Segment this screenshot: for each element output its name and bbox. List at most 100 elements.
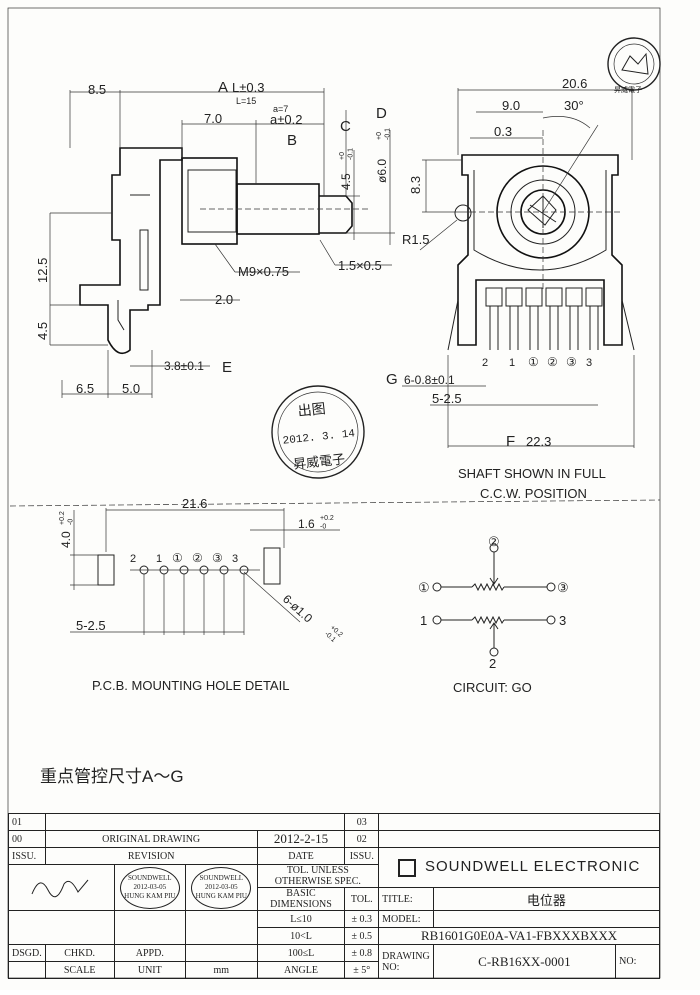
pin-row (447, 287, 635, 351)
pcb-hole-label-3: ② (192, 551, 203, 565)
dim-d-val: ø6.0 (375, 159, 389, 183)
unit-label: UNIT (113, 961, 187, 979)
stamp-chkd-name: SOUNDWELL (128, 874, 172, 882)
stamp-appd-name: SOUNDWELL (199, 874, 244, 882)
dim-c-tol: +0-0.1 (339, 148, 354, 160)
dim-a7: a=7 (273, 104, 288, 114)
tol-row-0-dim: L≤10 (256, 910, 346, 928)
pcb-dim-4-0-tol: +0.2-0 (59, 511, 74, 525)
angle-30: 30° (564, 98, 584, 113)
label-c: C (340, 118, 351, 135)
scale-label: SCALE (44, 961, 115, 979)
release-stamp-date: 2012. 3. 14 (282, 428, 356, 448)
original-drawing: ORIGINAL DRAWING (44, 830, 258, 848)
front-caption-1: SHAFT SHOWN IN FULL (458, 466, 606, 481)
circuit-node-3: 3 (559, 613, 566, 628)
circuit-node-1c: ① (418, 580, 430, 595)
front-view: 2 1 ① ② ③ 3 20.6 9.0 30° 0.3 8.3 R1.5 G … (386, 76, 635, 501)
thread-spec: M9×0.75 (238, 264, 289, 279)
dim-g: 6-0.8±0.1 (404, 373, 455, 387)
stamp-appd-date: 2012-03-05 (204, 883, 238, 891)
release-stamp: 出图 2012. 3. 14 昇威電子 (271, 385, 365, 479)
rev-03: 03 (344, 813, 380, 831)
circuit-caption: CIRCUIT: GO (453, 680, 532, 695)
circuit-node-3c: ③ (557, 580, 569, 595)
stamp-chkd-date: 2012-03-05 (133, 883, 167, 891)
drawing-no-value: C-RB16XX-0001 (432, 944, 617, 979)
model-value: RB1601G0E0A-VA1-FBXXXBXXX (378, 927, 660, 945)
title-block: 01 03 00 ORIGINAL DRAWING 2012-2-15 02 I… (8, 813, 661, 979)
dim-5-0: 5.0 (122, 381, 140, 396)
tol-row-1-dim: 10<L (256, 927, 346, 945)
chamfer-spec: 1.5×0.5 (338, 258, 382, 273)
dim-c-val: 4.5 (339, 173, 353, 190)
pcb-holes-tol: +0.2-0.1 (323, 624, 344, 645)
release-stamp-bottom: 昇威電子 (292, 451, 345, 471)
dim-12-5: 12.5 (35, 258, 50, 283)
company-logo-icon (397, 858, 416, 877)
label-e: E (222, 359, 232, 376)
tol-row-1-tol: ± 0.5 (344, 927, 380, 945)
stamp-appd: SOUNDWELL 2012-03-05 HUNG KAM PIU (185, 864, 258, 911)
dim-f: 22.3 (526, 434, 551, 449)
stamp-chkd-person: HUNG KAM PIU (124, 892, 176, 900)
dim-l15: L=15 (236, 96, 256, 106)
rev-02: 02 (344, 830, 380, 848)
front-caption-2: C.C.W. POSITION (480, 486, 587, 501)
pin-label-4: ③ (566, 355, 577, 369)
pcb-hole-label-0: 2 (130, 553, 136, 565)
pcb-dim-1-6: 1.6 (298, 517, 315, 531)
tol-row-2-dim: 100≤L (256, 944, 346, 962)
dim-0-3: 0.3 (494, 124, 512, 139)
dim-9-0: 9.0 (502, 98, 520, 113)
issu-label-2: ISSU. (344, 847, 380, 865)
title-label: TITLE: (378, 887, 434, 911)
pin-label-5: 3 (586, 357, 592, 369)
appd-label: APPD. (113, 944, 187, 962)
circuit-node-2: 2 (489, 656, 496, 671)
stamp-appd-person: HUNG KAM PIU (195, 892, 247, 900)
tol-row-0-tol: ± 0.3 (344, 910, 380, 928)
pin-label-0: 2 (482, 357, 488, 369)
dim-e: 3.8±0.1 (164, 359, 204, 373)
company-name: SOUNDWELL ELECTRONIC (378, 847, 660, 888)
company-name-text: SOUNDWELL ELECTRONIC (425, 858, 641, 876)
unit-value: mm (185, 961, 258, 979)
chkd-label: CHKD. (44, 944, 115, 962)
pcb-holes (130, 565, 260, 635)
dim-7-0: 7.0 (204, 111, 222, 126)
dim-a-tol: a±0.2 (270, 112, 302, 127)
pin-label-3: ② (547, 355, 558, 369)
signature-cell (8, 864, 115, 911)
revision-label: REVISION (44, 847, 258, 865)
label-f: F (506, 433, 515, 450)
basic-dim-label: BASIC DIMENSIONS (256, 887, 346, 911)
original-date: 2012-2-15 (256, 830, 346, 848)
circuit-diagram: ① ③ ② 1 3 2 CIRCUIT: GO (418, 534, 569, 695)
pcb-dim-1-6-tol: +0.2-0 (320, 515, 334, 530)
rev-00: 00 (8, 830, 46, 848)
tol-row-3-tol: ± 5° (344, 961, 380, 979)
no-label: NO: (615, 944, 660, 979)
tol-row-3-dim: ANGLE (256, 961, 346, 979)
radius-r15: R1.5 (402, 232, 429, 247)
label-d: D (376, 105, 387, 122)
company-seal: 昇威電子 (607, 37, 661, 94)
pin-label-1: 1 (509, 357, 515, 369)
circuit-node-2c: ② (488, 534, 500, 549)
pcb-hole-label-5: 3 (232, 553, 238, 565)
dim-a-label: A (218, 79, 228, 96)
date-label: DATE (256, 847, 346, 865)
dim-8-5: 8.5 (88, 82, 106, 97)
dim-2-0: 2.0 (215, 292, 233, 307)
pcb-hole-label-1: 1 (156, 553, 162, 565)
dim-d-tol: +0-0.1 (376, 128, 391, 140)
release-stamp-top: 出图 (297, 400, 327, 419)
issu-label: ISSU. (8, 847, 46, 865)
dim-6-5: 6.5 (76, 381, 94, 396)
pcb-hole-label-4: ③ (212, 551, 223, 565)
title-value: 电位器 (432, 887, 661, 911)
dim-20-6: 20.6 (562, 76, 587, 91)
